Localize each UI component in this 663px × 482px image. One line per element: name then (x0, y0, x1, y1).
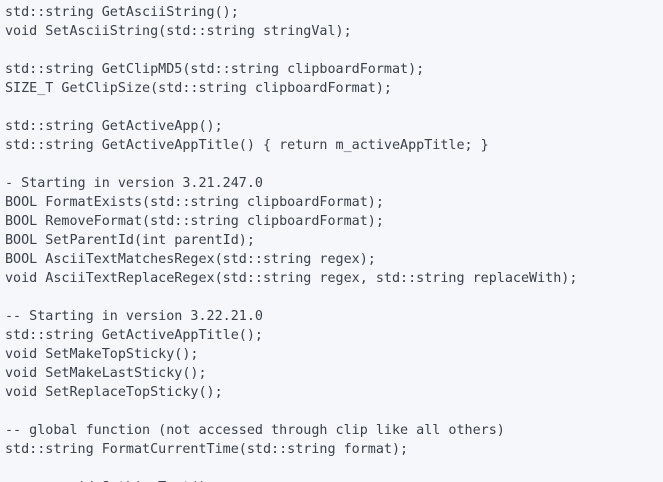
code-line: void AsciiTextReplaceRegex(std::string r… (5, 271, 578, 286)
code-line: std::string GetActiveApp(); (5, 119, 223, 134)
code-line: void SetAsciiString(std::string stringVa… (5, 24, 352, 39)
code-line: void SetLineText(); (5, 478, 663, 482)
code-line: std::string GetAsciiString(); (5, 5, 239, 20)
code-line: std::string GetClipMD5(std::string clipb… (5, 62, 425, 77)
code-line-blank (5, 459, 663, 478)
code-line: BOOL SetParentId(int parentId); (5, 233, 255, 248)
code-line-blank (5, 288, 663, 307)
code-line: std::string GetActiveAppTitle() { return… (5, 138, 489, 153)
code-line: -- global function (not accessed through… (5, 423, 505, 438)
code-line: SIZE_T GetClipSize(std::string clipboard… (5, 81, 392, 96)
code-line: BOOL RemoveFormat(std::string clipboardF… (5, 214, 384, 229)
code-line: std::string GetActiveAppTitle(); (5, 328, 263, 343)
code-line-blank (5, 98, 663, 117)
code-line: BOOL FormatExists(std::string clipboardF… (5, 195, 384, 210)
code-line-blank (5, 41, 663, 60)
code-line-blank (5, 155, 663, 174)
code-line-blank (5, 402, 663, 421)
code-line: void SetMakeTopSticky(); (5, 347, 199, 362)
code-line: - Starting in version 3.21.247.0 (5, 176, 263, 191)
code-line: -- Starting in version 3.22.21.0 (5, 309, 263, 324)
code-line: BOOL AsciiTextMatchesRegex(std::string r… (5, 252, 376, 267)
code-line: std::string FormatCurrentTime(std::strin… (5, 442, 409, 457)
code-line: void SetMakeLastSticky(); (5, 366, 207, 381)
code-line: void SetReplaceTopSticky(); (5, 385, 223, 400)
